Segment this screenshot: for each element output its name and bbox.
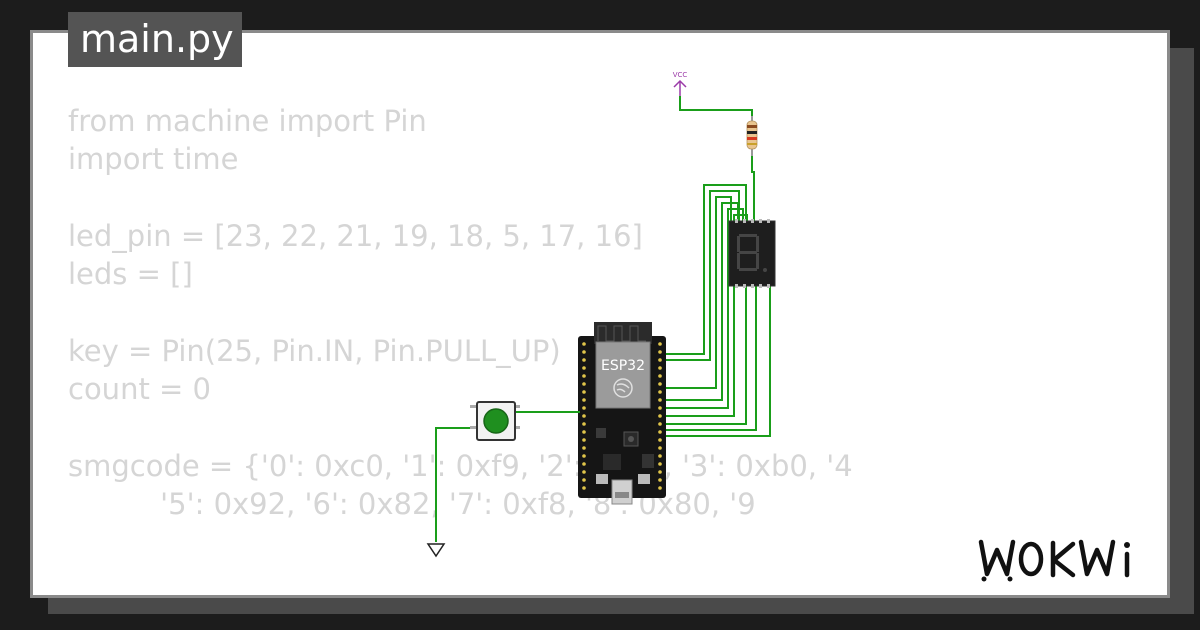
code-line: leds = []: [68, 257, 193, 292]
wokwi-logo-icon[interactable]: [975, 532, 1151, 588]
code-line: '5': 0x92, '6': 0x82, '7': 0xf8, '8': 0x…: [68, 486, 756, 521]
project-preview-card: [30, 30, 1170, 598]
vcc-label: VCC: [673, 71, 688, 79]
esp32-board[interactable]: ESP32: [578, 322, 666, 505]
code-line: count = 0: [68, 372, 212, 407]
ground-icon: [426, 543, 446, 558]
espressif-logo-icon: [613, 378, 633, 398]
ground-wire: [435, 427, 474, 542]
file-tab-label: main.py: [80, 17, 234, 61]
resistor[interactable]: [746, 116, 758, 156]
code-line: import time: [68, 142, 239, 177]
segment-wires: [665, 184, 771, 437]
seven-segment-display[interactable]: [728, 219, 776, 288]
vcc-icon: VCC: [673, 71, 688, 96]
common-wire: [751, 156, 755, 222]
vcc-wire: [679, 96, 753, 118]
code-line: led_pin = [23, 22, 21, 19, 18, 5, 17, 16…: [68, 218, 643, 253]
esp32-label: ESP32: [601, 358, 645, 374]
code-preview: from machine import Pin import time led_p…: [68, 102, 853, 523]
code-line: from machine import Pin: [68, 104, 427, 138]
pushbutton[interactable]: [470, 401, 520, 441]
file-tab[interactable]: main.py: [68, 12, 242, 67]
code-line: smgcode = {'0': 0xc0, '1': 0xf9, '2': 0x…: [68, 448, 853, 483]
code-line: key = Pin(25, Pin.IN, Pin.PULL_UP): [68, 333, 561, 368]
